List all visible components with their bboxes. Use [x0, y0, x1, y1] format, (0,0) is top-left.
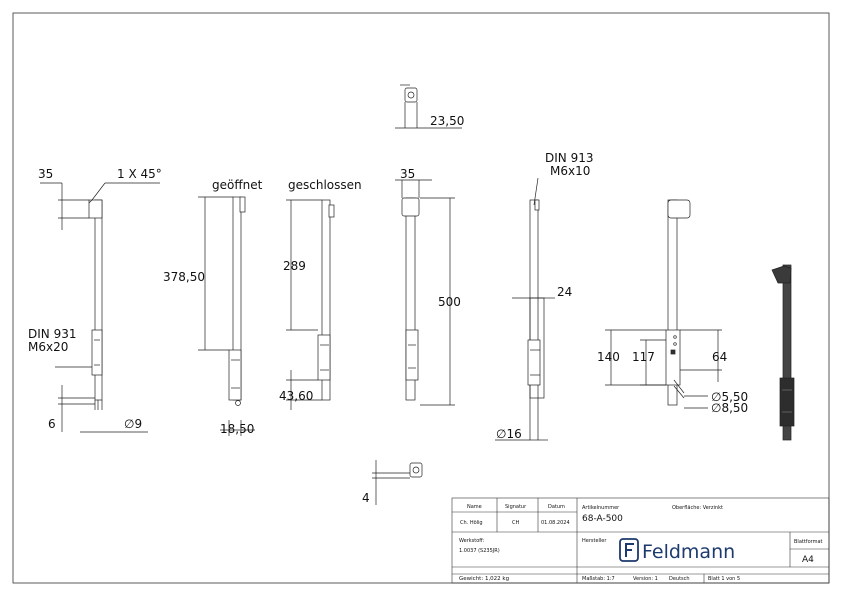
v4-top-dim: 35 — [400, 167, 415, 181]
feldmann-logo-icon — [619, 538, 639, 562]
tb-gewicht: Gewicht: 1,022 kg — [459, 576, 509, 582]
tb-blatt: Blatt 1 von 5 — [708, 576, 740, 582]
tb-blattformat-value: A4 — [802, 555, 814, 565]
tb-signatur-header: Signatur — [505, 504, 527, 510]
v6-dim-140: 140 — [597, 350, 620, 364]
view-top-small — [395, 84, 462, 129]
tb-datum-value: 01.08.2024 — [541, 520, 570, 526]
v6-hole-2: ∅8,50 — [711, 401, 748, 415]
tb-oberflaeche: Oberfläche: Verzinkt — [672, 505, 723, 511]
v5-width-dim: 24 — [557, 285, 572, 299]
v1-top-dim: 35 — [38, 167, 53, 181]
v6-dim-64: 64 — [712, 350, 727, 364]
v2-state: geöffnet — [212, 178, 263, 192]
tb-name-value: Ch. Hölig — [460, 520, 483, 526]
v2-length: 378,50 — [163, 270, 205, 284]
iso-view — [771, 264, 795, 441]
top-view-dim: 23,50 — [430, 114, 464, 128]
tb-massstab: Maßstab: 1:7 — [582, 576, 615, 582]
tb-hersteller-header: Hersteller — [582, 538, 607, 544]
title-block — [451, 497, 830, 584]
tb-werkstoff-header: Werkstoff: — [459, 538, 485, 544]
tb-sprache: Deutsch — [669, 576, 690, 582]
tb-datum-header: Datum — [548, 504, 565, 510]
view-detail-holes — [605, 199, 722, 409]
tb-artikelnummer-value: 68-A-500 — [582, 514, 623, 524]
tb-version: Version: 1 — [633, 576, 658, 582]
sheet-frame — [12, 12, 830, 584]
v3-length: 289 — [283, 259, 306, 273]
v1-chamfer: 1 X 45° — [117, 167, 162, 181]
tb-name-header: Name — [467, 504, 482, 510]
v5-screw-2: M6x10 — [550, 164, 590, 178]
v1-screw-1: DIN 931 — [28, 327, 76, 341]
v2-bottom-dim: 18,50 — [220, 422, 254, 436]
view-closed — [286, 199, 335, 410]
tb-brand: Feldmann — [642, 541, 735, 563]
v6-hole-1: ∅5,50 — [711, 390, 748, 404]
tb-signatur-value: CH — [512, 520, 519, 526]
view-front-500 — [395, 179, 455, 406]
view-open — [198, 196, 255, 436]
view-bottom-small — [372, 460, 423, 505]
v3-bottom-dim: 43,60 — [279, 389, 313, 403]
view-side-1 — [40, 182, 160, 433]
v5-screw-1: DIN 913 — [545, 151, 593, 165]
v4-length: 500 — [438, 295, 461, 309]
view-screw-din913 — [495, 177, 555, 441]
v3-state: geschlossen — [288, 178, 362, 192]
bottom-view-dim: 4 — [362, 491, 370, 505]
v1-bottom-dim: 6 — [48, 417, 56, 431]
v1-screw-2: M6x20 — [28, 340, 68, 354]
tb-artikelnummer-header: Artikelnummer — [582, 505, 620, 511]
v5-diameter: ∅16 — [496, 427, 522, 441]
v1-diameter: ∅9 — [124, 417, 142, 431]
tb-werkstoff-value: 1.0037 (S235JR) — [459, 548, 500, 554]
v6-dim-117: 117 — [632, 350, 655, 364]
tb-blattformat-header: Blattformat — [794, 539, 823, 545]
